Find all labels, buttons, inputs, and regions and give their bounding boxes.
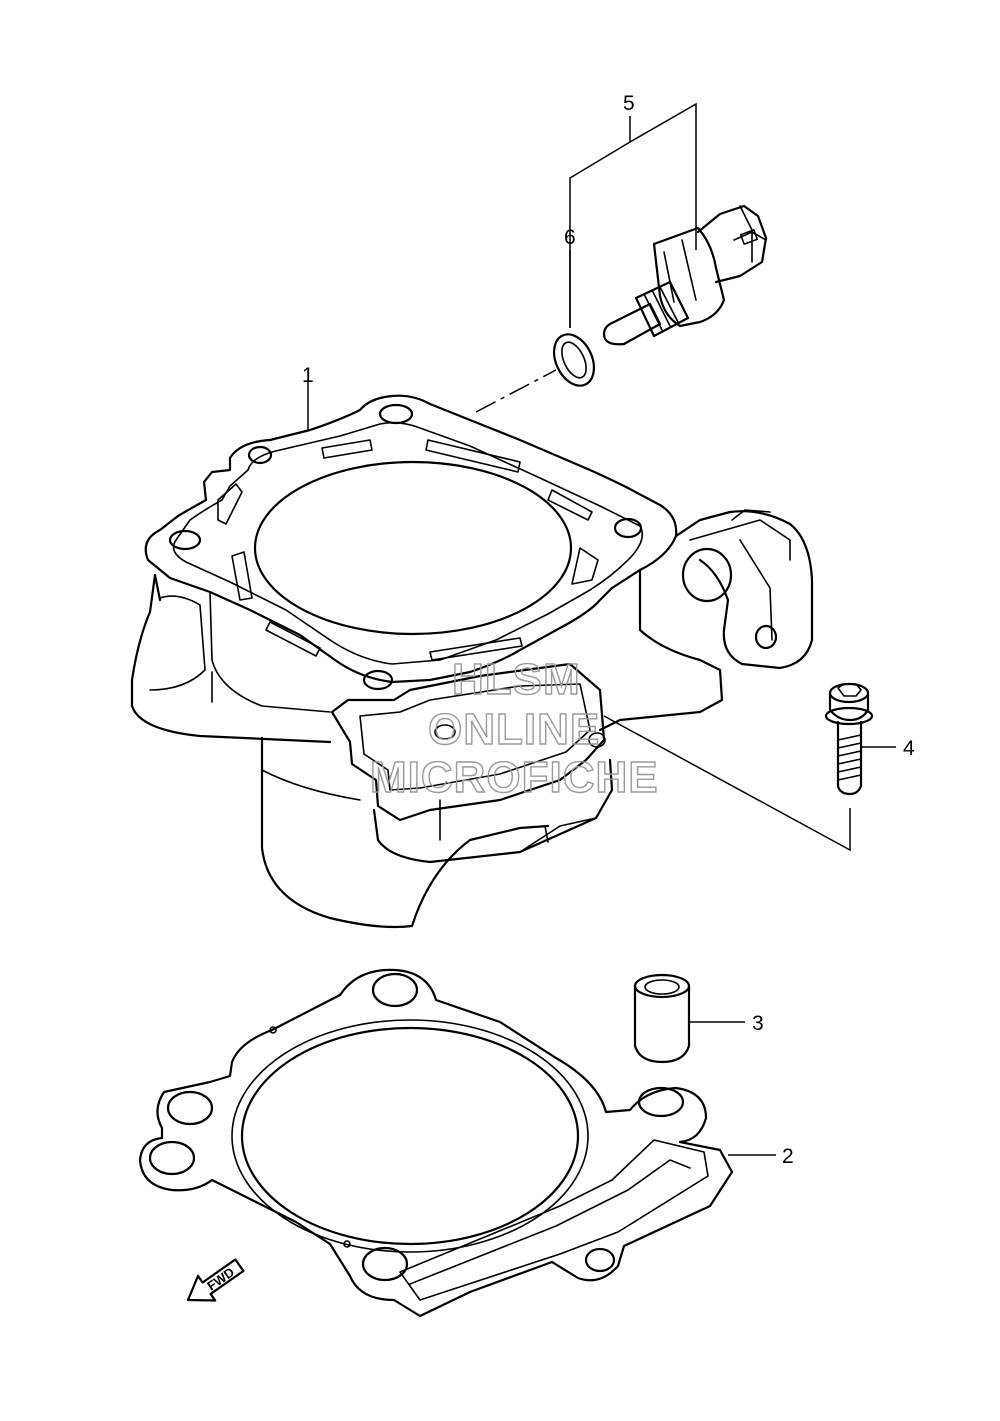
callout-6: 6: [564, 226, 576, 249]
callout-2: 2: [782, 1145, 794, 1168]
callout-1: 1: [302, 364, 314, 387]
watermark-line-2: ONLINE: [428, 705, 600, 754]
bolt-part-4[interactable]: [824, 682, 874, 796]
callout-labels: 1 2 3 4 5 6: [302, 92, 915, 1168]
fwd-label: FWD: [204, 1264, 237, 1293]
gasket-part-2[interactable]: [138, 968, 734, 1318]
water-temp-sensor-part-5[interactable]: [602, 204, 768, 346]
o-ring-part-6[interactable]: [546, 328, 601, 392]
watermark: HLSM ONLINE MICROFICHE: [369, 654, 659, 802]
dowel-pin-part-3[interactable]: [633, 973, 691, 1064]
cylinder-part-1[interactable]: [130, 394, 814, 929]
callout-3: 3: [752, 1012, 764, 1035]
watermark-line-1: HLSM: [452, 655, 581, 704]
fwd-arrow-icon: FWD: [186, 1258, 245, 1302]
callout-5: 5: [623, 92, 635, 115]
callout-4: 4: [903, 737, 915, 760]
watermark-line-3: MICROFICHE: [370, 753, 659, 802]
leader-lines: [307, 102, 896, 1156]
